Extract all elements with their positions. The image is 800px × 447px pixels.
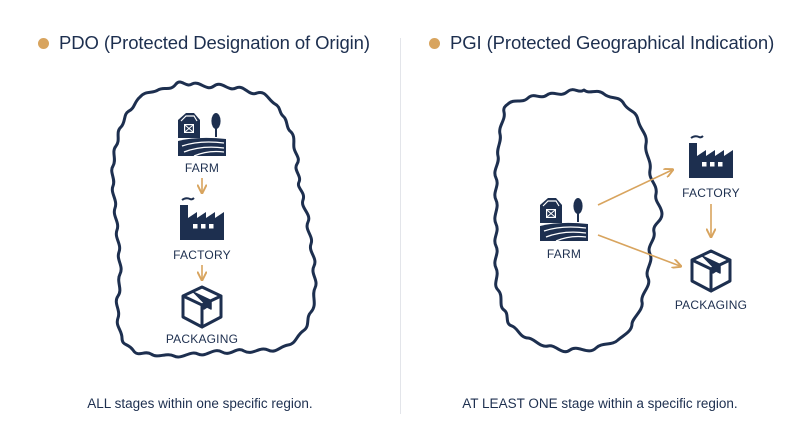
- bullet-dot-icon: [429, 37, 440, 49]
- pdo-diagram: FARM FACTORY PACKAGING: [110, 80, 318, 359]
- pgi-packaging-label: PACKAGING: [675, 298, 747, 312]
- pdo-region-outline: [110, 80, 318, 359]
- pdo-factory-label: FACTORY: [173, 248, 231, 262]
- pgi-caption: AT LEAST ONE stage within a specific reg…: [462, 396, 738, 411]
- pdo-packaging-label: PACKAGING: [166, 332, 238, 346]
- pgi-title: PGI (Protected Geographical Indication): [450, 32, 775, 53]
- pgi-farm-label: FARM: [547, 247, 581, 261]
- arrow-icon: [597, 170, 672, 206]
- package-box-icon: [181, 285, 223, 329]
- factory-icon: [688, 135, 734, 179]
- pdo-farm-label: FARM: [185, 161, 219, 175]
- arrow-icon: [597, 234, 680, 266]
- pgi-diagram: FARM FACTORY PACKAGING: [493, 88, 747, 354]
- pdo-panel: PDO (Protected Designation of Origin) FA…: [38, 32, 370, 411]
- farm-icon: [539, 197, 589, 242]
- pdo-caption: ALL stages within one specific region.: [87, 396, 313, 411]
- pdo-heading: PDO (Protected Designation of Origin): [38, 32, 370, 54]
- pgi-region-outline: [493, 88, 664, 354]
- panel-divider: [400, 38, 401, 414]
- factory-icon: [179, 197, 225, 241]
- pgi-panel: PGI (Protected Geographical Indication) …: [400, 0, 800, 447]
- pdo-title: PDO (Protected Designation of Origin): [59, 32, 370, 53]
- package-box-icon: [690, 249, 732, 293]
- farm-icon: [177, 112, 227, 157]
- pgi-factory-label: FACTORY: [682, 186, 740, 200]
- pgi-heading: PGI (Protected Geographical Indication): [429, 32, 774, 54]
- bullet-dot-icon: [38, 37, 49, 49]
